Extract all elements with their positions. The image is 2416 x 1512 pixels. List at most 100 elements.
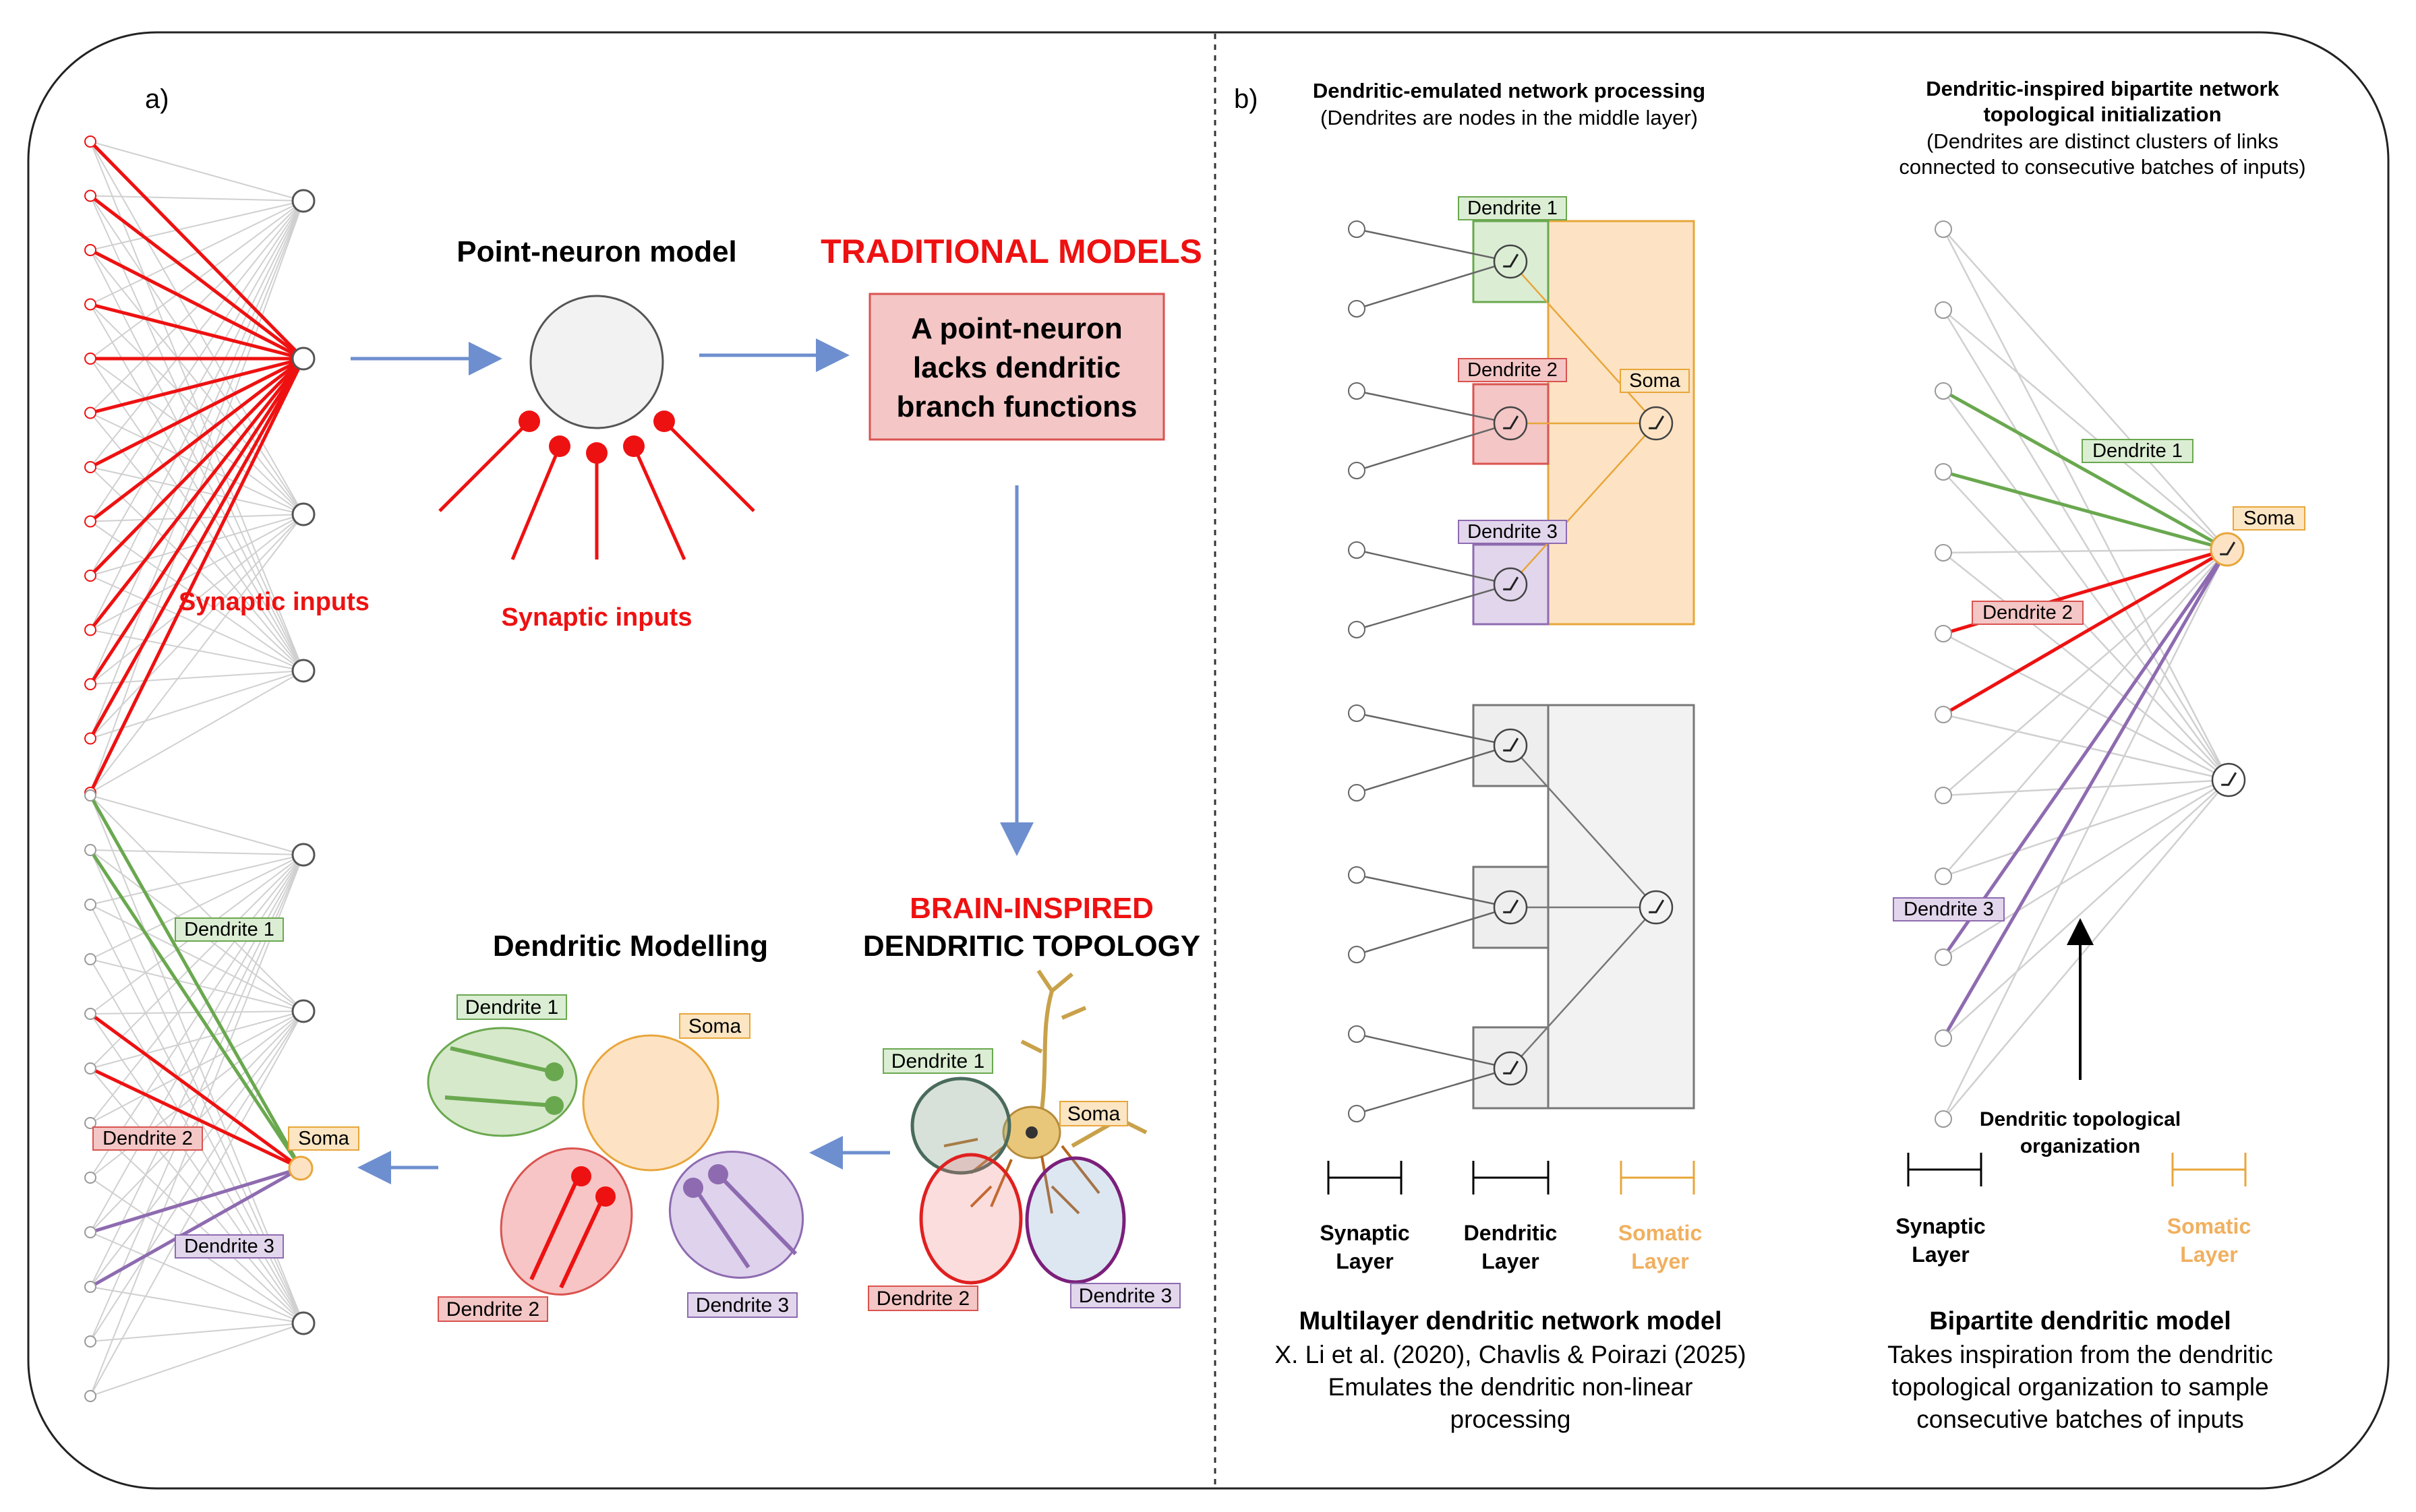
point-synapse-head-4 [653,411,675,432]
netb-link-grey-5-0 [90,854,304,1069]
topo-org-line1: Dendritic topological [1980,1108,2181,1130]
mlg-dendrite-soma-link-0 [1510,745,1657,908]
figure-frame [27,31,2390,1490]
somatic-layer-line1: Somatic [1618,1221,1702,1245]
neta-link-grey-7-2 [90,514,304,522]
model-dendrite3-compartment [668,1151,804,1279]
mlc-input-node-2 [1348,382,1365,400]
netb-link-colored-2 [89,1012,302,1170]
model-dendrite2-label: Dendrite 2 [446,1298,539,1321]
bip-input-node-7 [1935,787,1952,804]
netb-link-grey-10-2 [90,1323,304,1342]
neta-link-red-7 [89,357,305,523]
neta-input-node-7 [84,515,96,528]
neta-link-red-12 [88,357,305,794]
neta-input-node-8 [84,570,96,582]
neta-link-grey-1-2 [90,195,304,515]
bip-bracket-synaptic [1907,1153,1982,1186]
bip-somatic-layer-line1: Somatic [2167,1214,2251,1238]
somatic-layer-line2: Layer [1631,1249,1688,1273]
mlc-input-link-0 [1356,228,1511,263]
ml-dendrite3-tag [1458,520,1567,544]
model-dendrite3-branch-b [716,1172,798,1256]
mlg-dendrite-activation-0 [1503,737,1519,752]
netb-input-node-11 [84,1390,96,1402]
point-synapse-line-1 [510,446,562,560]
multilayer-grey-network [1348,704,1695,1122]
netb-input-node-1 [84,844,96,856]
netb-link-grey-8-1 [90,1010,304,1233]
dendritic-modelling-title: Dendritic Modelling [493,930,768,963]
bip-input-node-0 [1935,220,1952,238]
mlg-input-link-1 [1356,744,1511,794]
mlg-dendrite-activation-2 [1503,1060,1519,1075]
ml-dendrite3-label: Dendrite 3 [1467,521,1558,543]
mlg-input-link-5 [1356,1067,1511,1115]
neta-link-grey-10-3 [90,670,304,685]
neta-link-grey-5-2 [90,412,304,515]
bip-link-grey-soma-4 [1943,548,2228,554]
bip-link-grey-soma-1 [1943,309,2228,550]
neta-dendrite3-label: Dendrite 3 [184,1236,274,1257]
netb-link-grey-3-0 [90,854,304,960]
model-soma-tag [679,1013,750,1039]
bip-synaptic-layer-line2: Layer [1912,1242,1969,1267]
bipartite-model-line1: Takes inspiration from the dendritic [1887,1341,2273,1368]
ml-dendrite1-label: Dendrite 1 [1467,198,1558,219]
neta-input-node-11 [84,732,96,745]
bracket-somatic [1620,1161,1695,1195]
mlc-dendrite-node-0 [1493,244,1528,279]
bip-input-node-2 [1935,382,1952,400]
brain-dendrite3-tag [1070,1283,1181,1308]
neta-link-red-11 [88,357,305,739]
neta-link-red-0 [89,140,305,360]
bip-link-grey-other-10 [1943,779,2229,1039]
model-dendrite2-tag [438,1296,548,1322]
model-dendrite3-label: Dendrite 3 [696,1294,789,1317]
neta-link-grey-10-2 [90,514,304,685]
bip-input-node-5 [1935,625,1952,642]
bip-dendrite2-label: Dendrite 2 [1982,602,2073,624]
neuron-nucleus [1026,1126,1038,1139]
netb-soma-node [288,1155,314,1181]
emulated-subtitle: (Dendrites are nodes in the middle layer… [1320,106,1698,129]
neta-link-grey-6-0 [90,200,304,468]
netb-link-grey-5-1 [90,1010,304,1069]
neta-link-grey-11-2 [90,514,304,739]
bip-link-grey-other-2 [1942,390,2230,781]
mlg-dendrite-node-0 [1493,728,1528,763]
bip-link-grey-other-9 [1943,779,2229,959]
neta-link-grey-7-0 [90,200,304,522]
neta-link-grey-4-0 [90,200,304,359]
netb-output-node-0 [291,843,316,867]
point-synapse-head-1 [549,435,570,457]
bip-link-colored-5 [1941,548,2229,1039]
layer-brackets-left [1327,1161,1695,1195]
mlc-input-link-2 [1356,390,1511,425]
ml-dendrite2-label: Dendrite 2 [1467,359,1558,381]
mlc-input-node-4 [1348,541,1365,559]
mlc-input-node-1 [1348,300,1365,317]
netb-link-grey-2-0 [90,854,304,905]
bracket-dendritic [1472,1161,1550,1195]
netb-link-grey-2-1 [90,904,304,1012]
point-neuron-title: Point-neuron model [456,235,737,268]
neta-link-grey-0-2 [90,141,304,515]
bip-link-grey-soma-8 [1943,549,2228,877]
mlc-soma-activation [1649,415,1665,429]
bip-dendrite3-tag [1893,897,2005,921]
bip-input-node-9 [1935,948,1952,966]
bip-link-colored-3 [1942,547,2229,717]
bip-bracket-somatic [2171,1153,2247,1186]
bip-other-node [2211,762,2246,797]
bip-link-colored-4 [1941,548,2229,959]
bip-somatic-layer-line2: Layer [2180,1242,2237,1267]
neta-link-grey-8-0 [90,200,304,576]
model-dendrite2-synapse-a [571,1166,591,1186]
neta-link-red-5 [90,357,304,415]
synaptic-layer-line2: Layer [1336,1249,1393,1273]
point-synapse-line-0 [438,420,531,512]
bip-link-colored-0 [1942,389,2229,551]
synaptic-layer-line1: Synaptic [1320,1221,1409,1245]
